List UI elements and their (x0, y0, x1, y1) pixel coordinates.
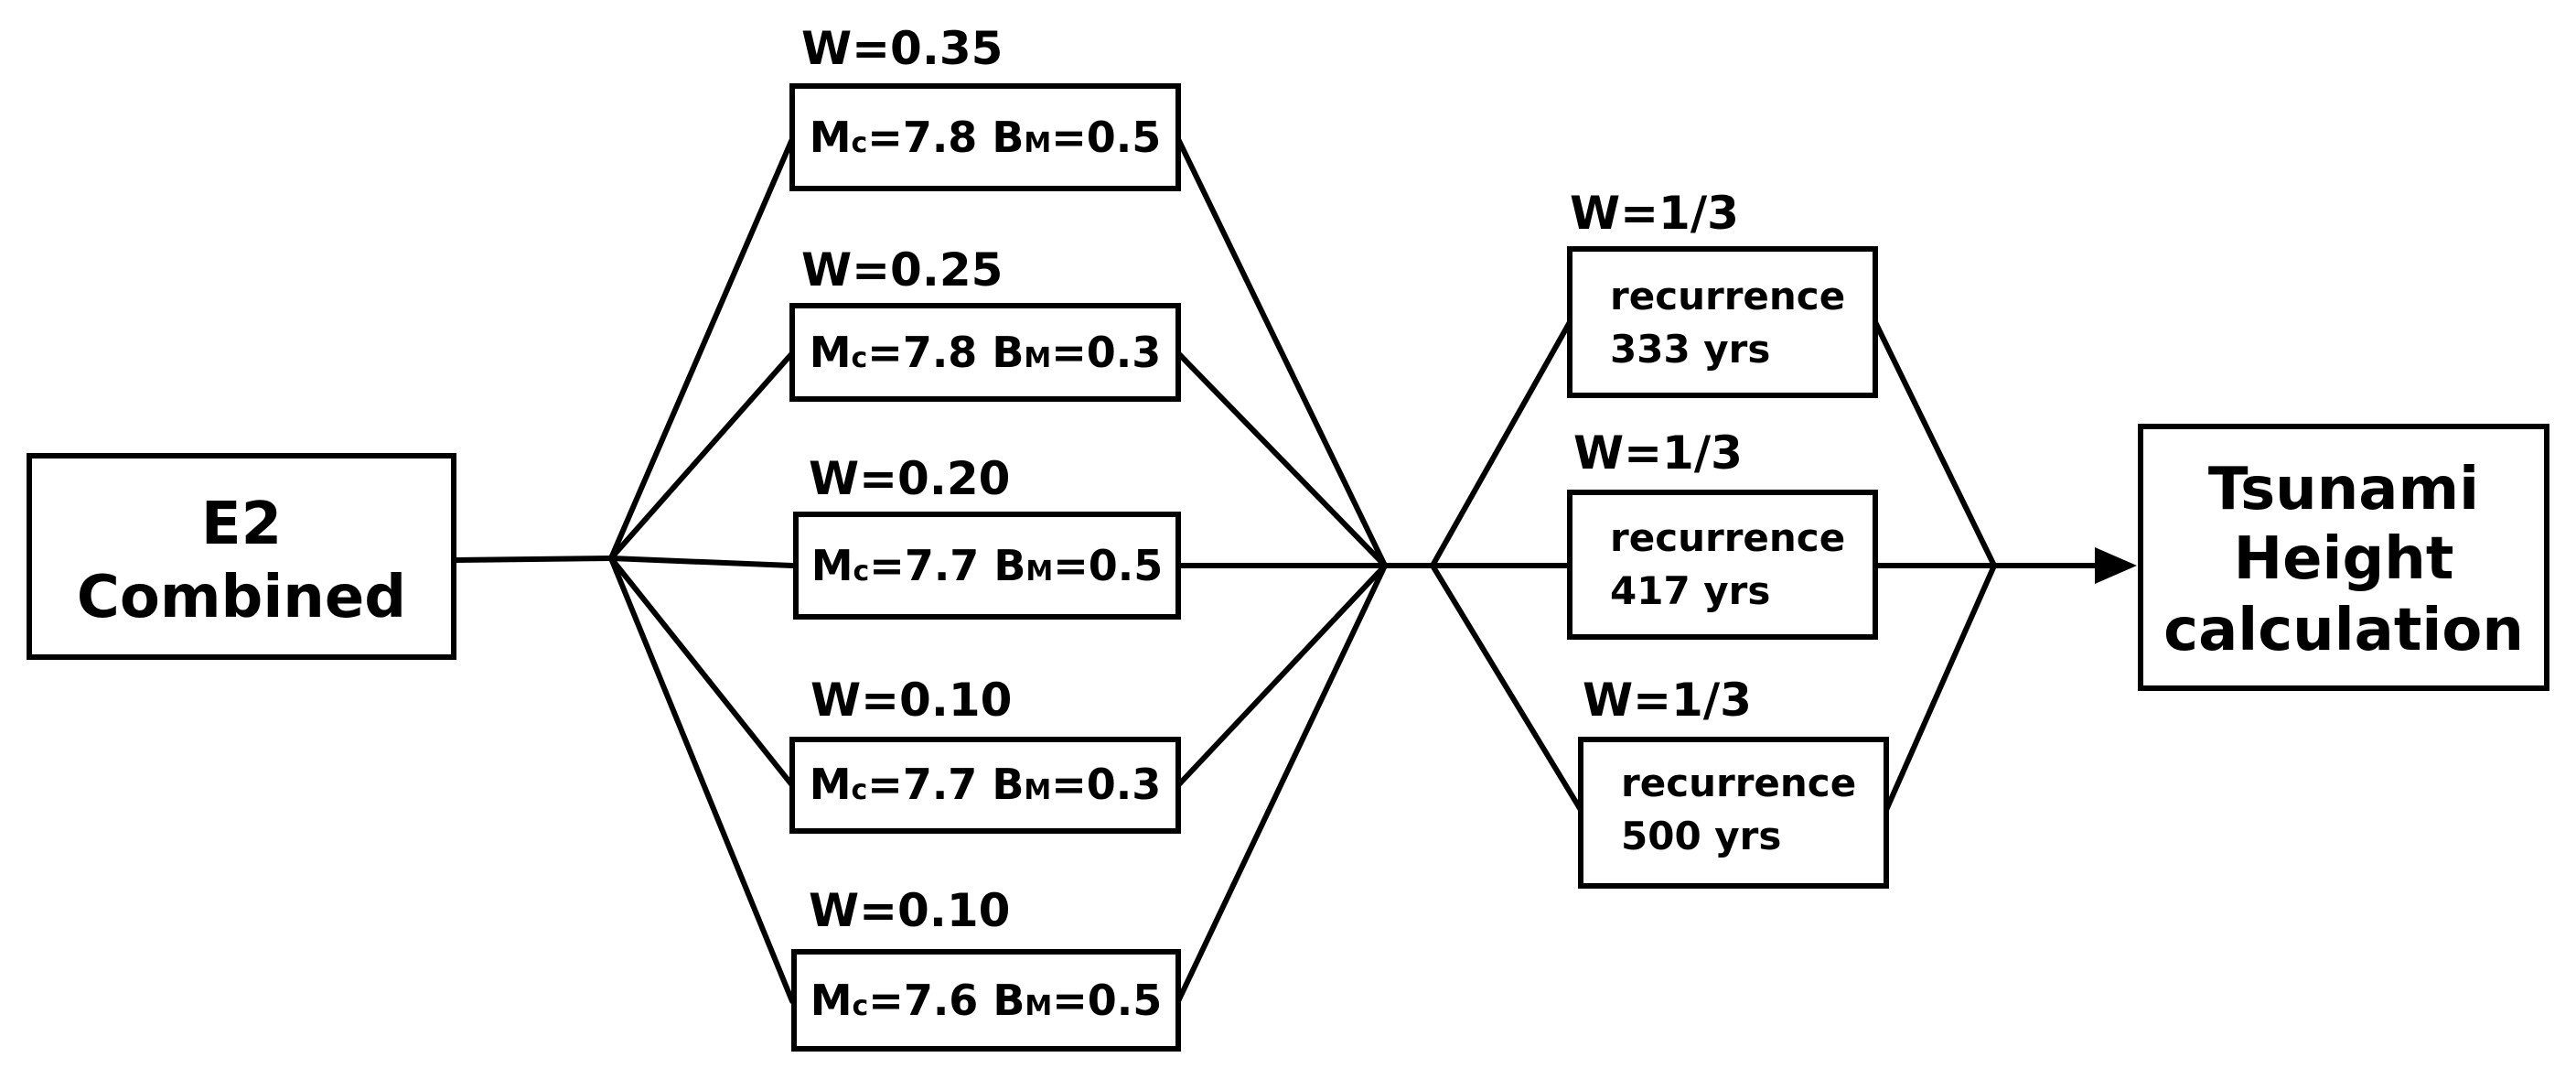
recurrence-3: W=1/3 recurrence 500 yrs (1578, 674, 1889, 889)
edge-fork-to-branch-4 (608, 556, 795, 788)
branch-box (791, 949, 1181, 1052)
branch-weight: W=0.25 (801, 243, 1003, 297)
branch-weight: W=0.20 (809, 452, 1010, 505)
edge-branch-5-to-merge (1175, 563, 1388, 1004)
edge-fork-to-branch-5 (608, 556, 795, 1004)
connector-lines (453, 136, 2137, 1004)
result-node: Tsunami Height calculation (2138, 424, 2549, 691)
edge-branch-2-to-merge (1175, 351, 1388, 568)
edge-fork-to-branch-1 (608, 136, 795, 561)
source-node: E2 Combined (27, 453, 456, 660)
recurrence-box (1567, 246, 1878, 398)
edge-fork-2-to-rec-3 (1430, 563, 1583, 813)
source-box (27, 453, 456, 660)
source-label-line2: Combined (77, 564, 406, 631)
arrowhead (2095, 547, 2137, 584)
branch-weight: W=0.35 (801, 22, 1003, 75)
branch-box (793, 512, 1181, 620)
branch-box (789, 737, 1181, 834)
recurrence-box (1567, 490, 1878, 640)
result-label-line2: Height (2234, 525, 2454, 593)
edge-rec-3-to-merge-2 (1884, 563, 1997, 813)
recurrence-line2: 417 yrs (1610, 568, 1770, 613)
recurrence-line1: recurrence (1610, 274, 1845, 318)
branch-box (789, 303, 1181, 402)
source-label-line1: E2 (201, 491, 282, 558)
edge-source-to-fork (453, 556, 614, 563)
recurrence-line1: recurrence (1621, 761, 1856, 805)
recurrence-line2: 500 yrs (1621, 814, 1781, 858)
branch-weight: W=0.10 (809, 884, 1010, 937)
recurrence-1: W=1/3 recurrence 333 yrs (1567, 187, 1878, 398)
recurrence-weight: W=1/3 (1583, 674, 1752, 727)
recurrence-line2: 333 yrs (1610, 327, 1770, 372)
recurrence-2: W=1/3 recurrence 417 yrs (1567, 426, 1878, 640)
edge-branch-4-to-merge (1175, 563, 1388, 788)
branch-box (789, 83, 1181, 191)
recurrence-line1: recurrence (1610, 515, 1845, 560)
edge-fork-to-branch-2 (608, 351, 795, 561)
edge-branch-1-to-merge (1175, 136, 1388, 568)
branch-weight: W=0.10 (810, 674, 1012, 727)
edge-fork-2-to-rec-1 (1430, 319, 1572, 568)
recurrence-weight: W=1/3 (1570, 187, 1739, 240)
recurrence-box (1578, 737, 1889, 889)
edge-fork-to-branch-3 (608, 556, 795, 568)
result-label-line1: Tsunami (2208, 456, 2479, 523)
result-label-line3: calculation (2163, 597, 2524, 664)
result-box (2138, 424, 2549, 691)
recurrence-weight: W=1/3 (1573, 426, 1743, 480)
edge-rec-1-to-merge-2 (1873, 319, 1997, 568)
